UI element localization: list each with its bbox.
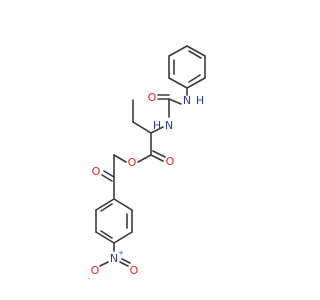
bond-alpha-ch2 bbox=[132, 121, 152, 134]
urea-nh-label: N bbox=[183, 94, 191, 107]
ketone-o-label: O bbox=[92, 165, 101, 178]
molecule-canvas: N H O H N O O O N + O - O bbox=[87, 45, 206, 283]
phenyl-ring bbox=[168, 45, 206, 89]
bond-nitro-o-single bbox=[99, 261, 109, 267]
ester-ether-o-label: O bbox=[128, 156, 137, 169]
bond-o-ch2 bbox=[113, 154, 127, 163]
alpha-nh-label: N bbox=[165, 119, 173, 132]
nitro-o-charge: - bbox=[88, 275, 91, 283]
bond-ester-co-1 bbox=[150, 154, 164, 162]
bond-ester-co-2 bbox=[152, 150, 166, 158]
ester-carbonyl-o-label: O bbox=[166, 155, 175, 168]
structure-diagram: N H O H N O O O N + O - O bbox=[88, 45, 206, 283]
nitro-o-single-label: O bbox=[91, 264, 100, 277]
alpha-nh-h-label: H bbox=[153, 119, 161, 132]
bond-ketone-co-1 bbox=[103, 170, 115, 178]
bond-ketone-co-2 bbox=[101, 174, 113, 182]
bond-nitro-o-double-2 bbox=[121, 258, 131, 264]
bond-ester-o bbox=[137, 154, 152, 163]
urea-o-label: O bbox=[148, 91, 157, 104]
urea-nh-h-label: H bbox=[196, 94, 204, 107]
bond-nh-urea-c bbox=[168, 98, 182, 105]
nitro-o-double-label: O bbox=[130, 264, 139, 277]
nitro-n-charge: + bbox=[118, 249, 124, 257]
bond-nitro-o-double-1 bbox=[119, 261, 129, 267]
nitrophenyl-ring bbox=[95, 198, 133, 244]
bond-nh-alpha-c bbox=[150, 126, 164, 134]
nitro-n-label: N bbox=[110, 252, 118, 265]
